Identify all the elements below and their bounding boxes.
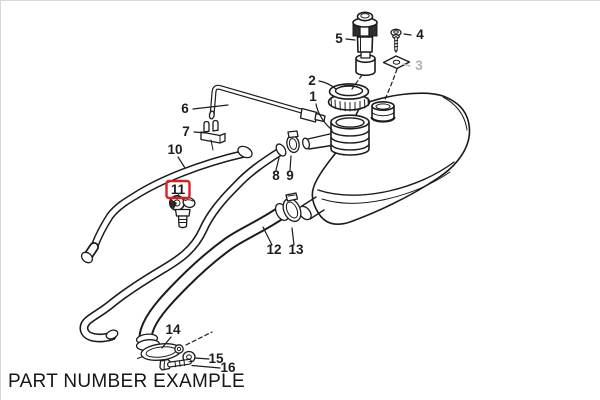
- callout-10: 10: [167, 142, 182, 157]
- hose-clamp-small: [286, 130, 300, 154]
- pipe-bracket: [200, 119, 226, 151]
- caption: PART NUMBER EXAMPLE: [8, 371, 245, 392]
- level-switch: [351, 11, 378, 90]
- vent-hose-lower: [79, 143, 287, 343]
- callout-15: 15: [208, 351, 224, 366]
- callout-14: 14: [165, 322, 181, 337]
- callout-11: 11: [171, 182, 186, 197]
- tank-outlet-stub: [298, 196, 325, 221]
- callout-9: 9: [286, 168, 294, 183]
- vent-hose-upper: [80, 145, 253, 264]
- return-hose: [135, 202, 290, 351]
- callout-4: 4: [416, 27, 424, 42]
- callout-11-highlight-box: [165, 179, 191, 200]
- switch-port: [370, 101, 396, 123]
- callout-2: 2: [308, 73, 316, 88]
- callout-12: 12: [266, 242, 281, 257]
- vent-pipe: [208, 84, 326, 123]
- callout-8: 8: [272, 168, 280, 183]
- bolt: [159, 358, 192, 371]
- screw: [390, 28, 402, 53]
- highlighted-valve: [169, 193, 196, 229]
- hose-holder-clamp: [137, 331, 213, 361]
- hose-cap-right: [237, 145, 253, 159]
- hose-clamp-large: [282, 192, 302, 223]
- hose-cap-left: [80, 251, 94, 264]
- callout-3: 3: [415, 58, 423, 73]
- mounting-plate: [382, 55, 411, 103]
- callout-1: 1: [309, 89, 317, 104]
- callout-6: 6: [181, 101, 189, 116]
- callout-7: 7: [182, 124, 190, 139]
- callout-5: 5: [335, 31, 343, 46]
- callout-13: 13: [288, 242, 304, 257]
- switch-assembly-dash: [351, 74, 363, 90]
- filler-neck: [330, 114, 370, 156]
- leader-lines: [161, 33, 412, 369]
- plate-assembly-dash: [383, 68, 398, 103]
- pipe-end-fitting: [299, 107, 318, 123]
- callout-16: 16: [220, 360, 236, 375]
- tank-side-nipple: [301, 132, 336, 150]
- hose-end-8: [275, 143, 287, 157]
- filler-cap: [327, 83, 371, 112]
- callouts: 1 2 3 4 5 6 7 8 9 10 11 12 13 14 15 16: [165, 27, 424, 375]
